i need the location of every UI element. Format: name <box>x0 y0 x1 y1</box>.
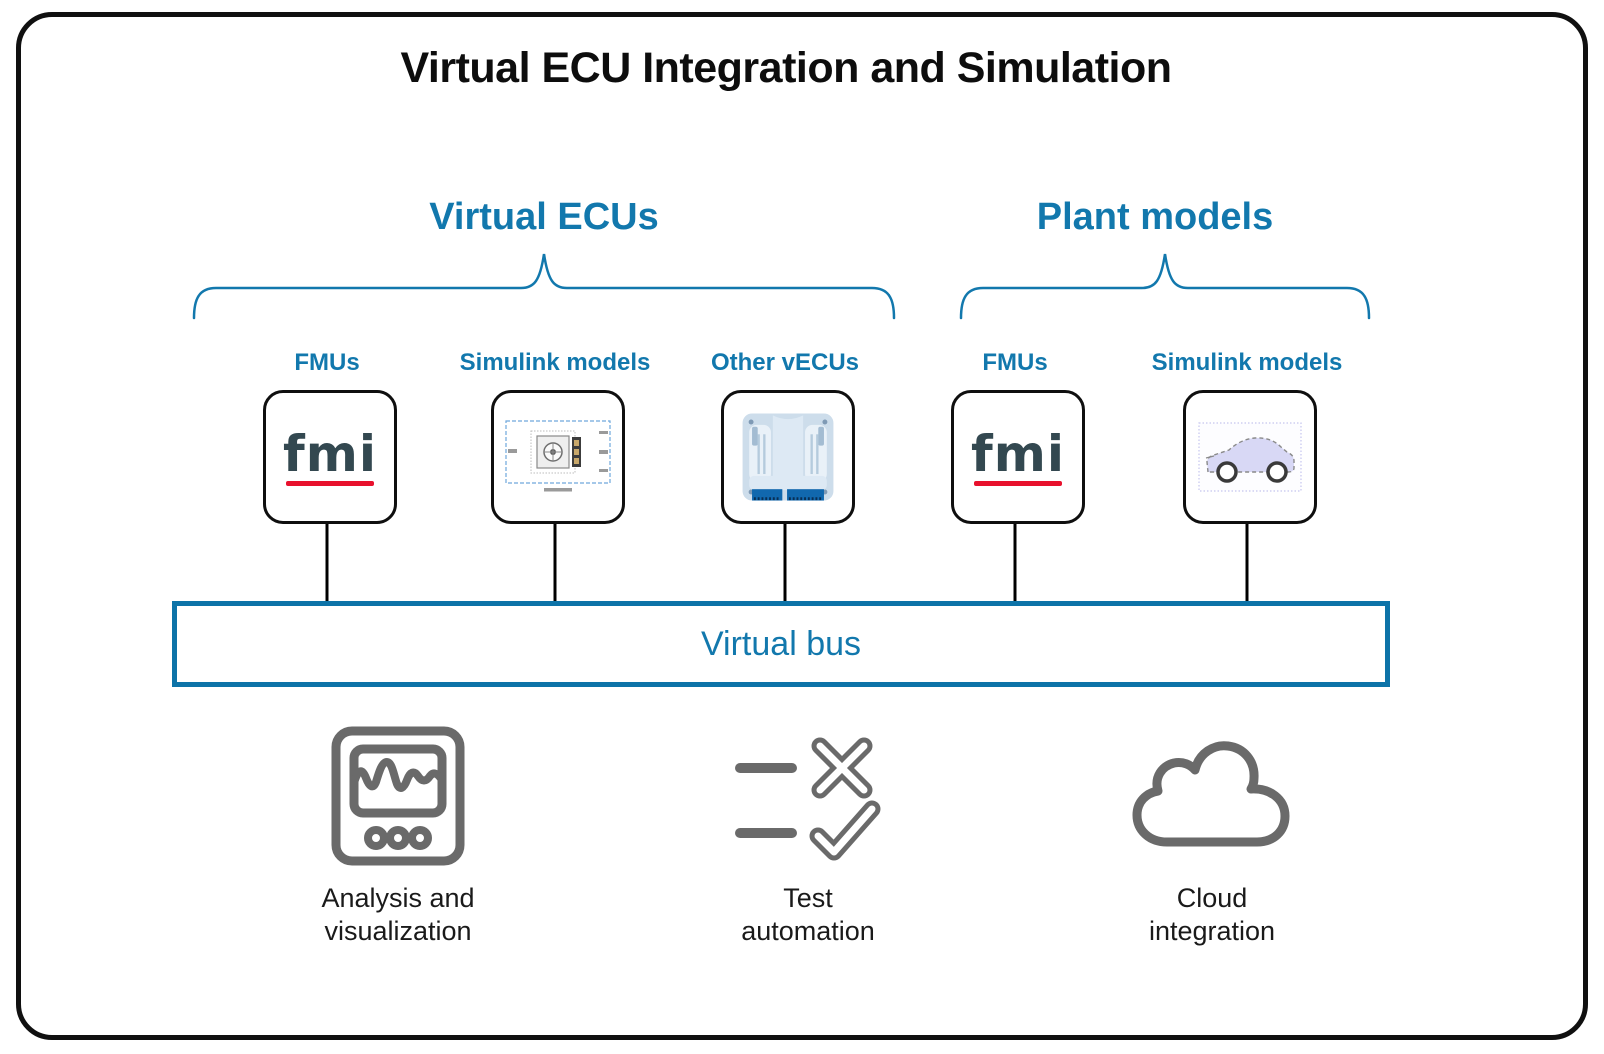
test-checklist-icon <box>728 710 888 882</box>
box-label-simulink-1: Simulink models <box>459 349 651 376</box>
virtual-bus-label: Virtual bus <box>700 624 862 663</box>
box-label-fmus-2: FMUs <box>982 349 1048 376</box>
fmi-logo-text: fmi <box>283 424 377 483</box>
model-box-car-plant <box>1183 390 1317 524</box>
fmi-logo-text: fmi <box>971 424 1065 483</box>
feature-label-line2: integration <box>1148 916 1276 946</box>
box-label-other-vecus: Other vECUs <box>710 349 860 376</box>
car-model-icon <box>1198 422 1302 492</box>
model-box-fmu-2: fmi <box>951 390 1085 524</box>
cloud-icon <box>1127 710 1297 882</box>
simulink-model-icon <box>505 420 611 492</box>
model-box-fmu-1: fmi <box>263 390 397 524</box>
diagram-border <box>16 12 1588 1040</box>
feature-label-line1: Analysis and <box>321 883 475 913</box>
feature-analysis: Analysis and visualization <box>228 710 568 948</box>
feature-test-automation: Test automation <box>638 710 978 948</box>
virtual-bus-bar: Virtual bus <box>172 601 1390 687</box>
feature-label-line2: automation <box>741 916 875 946</box>
model-box-simulink-controller <box>491 390 625 524</box>
feature-label-line1: Cloud <box>1176 883 1248 913</box>
page-title: Virtual ECU Integration and Simulation <box>400 44 1173 92</box>
ecu-hardware-icon <box>742 413 834 501</box>
feature-label-line1: Test <box>783 883 833 913</box>
model-box-ecu-hardware <box>721 390 855 524</box>
oscilloscope-icon <box>328 710 468 882</box>
fmi-logo-icon: fmi <box>971 429 1065 486</box>
fmi-logo-icon: fmi <box>283 429 377 486</box>
feature-cloud-integration: Cloud integration <box>1042 710 1382 948</box>
box-label-fmus-1: FMUs <box>294 349 360 376</box>
group-label-plant-models: Plant models <box>1036 196 1274 238</box>
group-label-virtual-ecus: Virtual ECUs <box>429 196 659 238</box>
box-label-simulink-2: Simulink models <box>1151 349 1343 376</box>
fmi-red-underline <box>974 480 1062 486</box>
feature-label-line2: visualization <box>324 916 472 946</box>
fmi-red-underline <box>286 480 374 486</box>
